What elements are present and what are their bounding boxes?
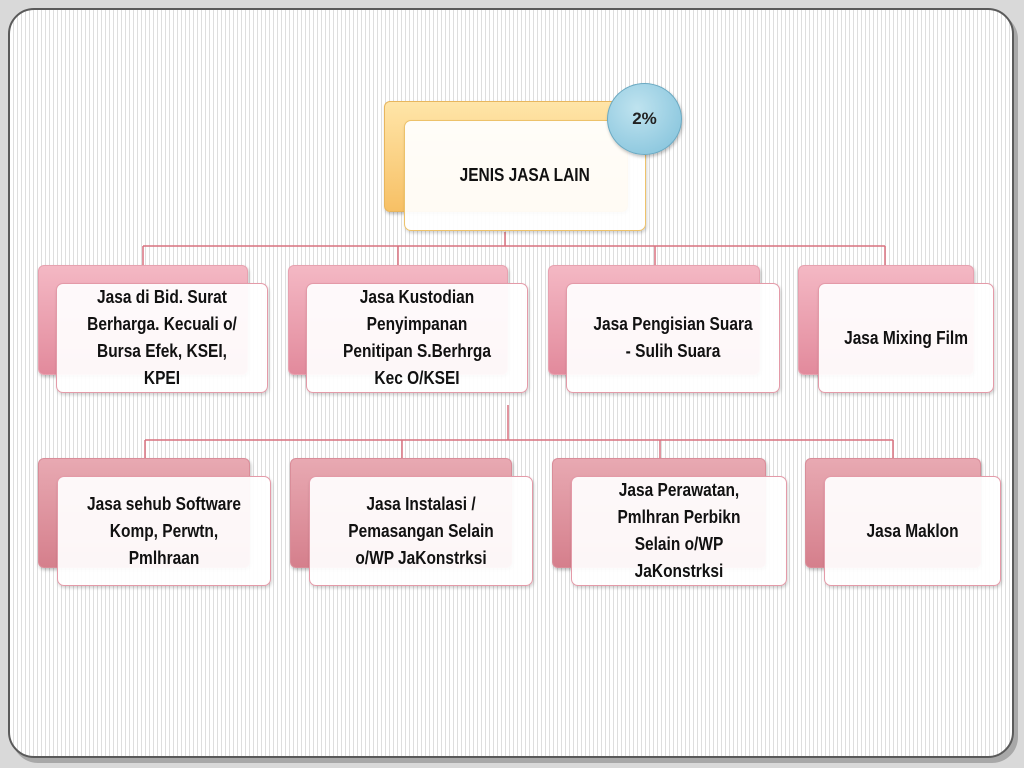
level2-node-2: Jasa Instalasi / Pemasangan Selain o/WP … — [309, 476, 533, 586]
level1-node-3-label: Jasa Pengisian Suara - Sulih Suara — [593, 314, 753, 361]
level1-node-4-label: Jasa Mixing Film — [844, 327, 968, 348]
level2-node-1: Jasa sehub Software Komp, Perwtn, Pmlhra… — [57, 476, 271, 586]
level1-node-1: Jasa di Bid. Surat Berharga. Kecuali o/ … — [56, 283, 268, 393]
level2-node-4: Jasa Maklon — [824, 476, 1001, 586]
root-node-label: JENIS JASA LAIN — [459, 165, 591, 185]
level2-node-4-label: Jasa Maklon — [866, 520, 959, 541]
level2-node-3: Jasa Perawatan, Pmlhran Perbikn Selain o… — [571, 476, 787, 586]
level1-node-4: Jasa Mixing Film — [818, 283, 994, 393]
level2-node-1-label: Jasa sehub Software Komp, Perwtn, Pmlhra… — [86, 493, 241, 568]
level2-node-3-label: Jasa Perawatan, Pmlhran Perbikn Selain o… — [617, 480, 741, 581]
level2-node-2-label: Jasa Instalasi / Pemasangan Selain o/WP … — [348, 493, 494, 568]
percentage-badge: 2% — [607, 83, 682, 155]
level1-node-2: Jasa Kustodian Penyimpanan Penitipan S.B… — [306, 283, 528, 393]
level1-node-2-label: Jasa Kustodian Penyimpanan Penitipan S.B… — [343, 287, 491, 388]
root-node: JENIS JASA LAIN — [404, 120, 646, 231]
level1-node-1-label: Jasa di Bid. Surat Berharga. Kecuali o/ … — [87, 287, 237, 388]
level1-node-3: Jasa Pengisian Suara - Sulih Suara — [566, 283, 780, 393]
